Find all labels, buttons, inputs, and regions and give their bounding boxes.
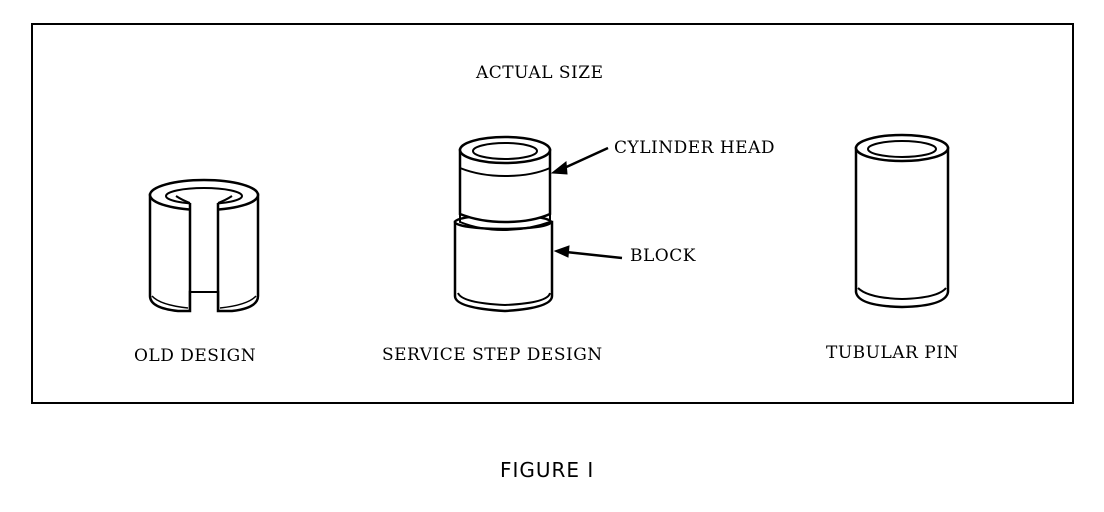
service-step-design-label: SERVICE STEP DESIGN xyxy=(382,345,603,365)
old-design-label: OLD DESIGN xyxy=(134,346,257,366)
old-design-bushing xyxy=(148,178,260,313)
tubular-pin xyxy=(854,133,950,309)
cylinder-head-arrow xyxy=(550,146,609,175)
page-title: ACTUAL SIZE xyxy=(476,63,604,83)
figure-frame xyxy=(31,23,1074,404)
block-callout: BLOCK xyxy=(630,246,696,266)
block-arrow xyxy=(553,245,623,260)
cylinder-head-callout: CYLINDER HEAD xyxy=(614,138,775,158)
figure-caption: FIGURE I xyxy=(500,458,595,482)
service-step-bushing xyxy=(453,135,554,313)
tubular-pin-label: TUBULAR PIN xyxy=(826,343,959,363)
